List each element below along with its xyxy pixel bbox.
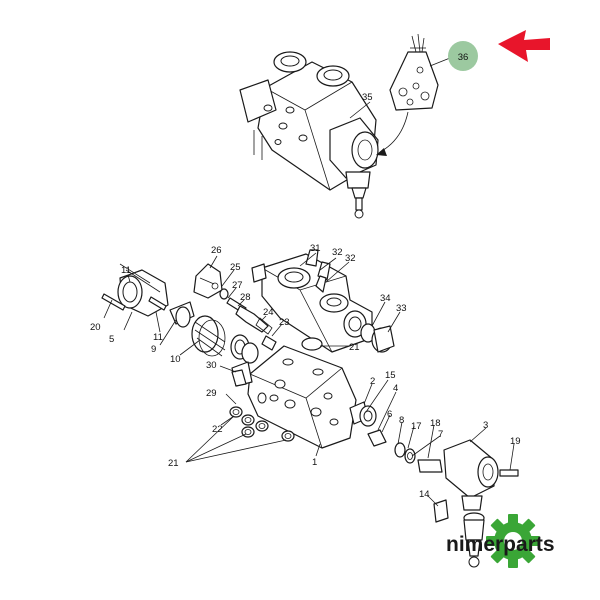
leader-lines	[103, 101, 515, 507]
brand-logo: nimerparts	[446, 514, 555, 568]
callout-14: 14	[419, 489, 430, 500]
callout-23: 23	[279, 317, 290, 328]
callout-1: 1	[312, 457, 317, 468]
callout-27: 27	[232, 280, 243, 291]
callout-11-b: 11	[153, 332, 163, 343]
gear-icon	[486, 514, 540, 568]
callout-32-b: 32	[345, 253, 356, 264]
callout-17: 17	[411, 421, 422, 432]
highlight-badge	[448, 41, 478, 71]
connector-plug	[463, 512, 485, 568]
callout-21-b: 21	[349, 342, 360, 353]
o-rings-21	[229, 406, 295, 442]
callout-4: 4	[393, 383, 398, 394]
callout-7: 7	[438, 429, 443, 440]
valve-assembly-35	[239, 51, 379, 219]
callout-3: 3	[483, 420, 488, 431]
callout-24: 24	[263, 307, 274, 318]
right-side-parts	[349, 401, 443, 473]
callout-11: 11	[121, 265, 131, 276]
callout-35: 35	[362, 92, 373, 103]
callout-21-a: 21	[168, 458, 179, 469]
callout-6: 6	[387, 409, 392, 420]
callout-33: 33	[396, 303, 407, 314]
pin-14	[433, 499, 449, 523]
seal-kit-bag-36	[389, 33, 439, 111]
callout-5: 5	[109, 334, 114, 345]
end-cap-assembly	[101, 263, 259, 364]
callout-34: 34	[380, 293, 391, 304]
leader-36	[429, 57, 451, 67]
callout-15: 15	[385, 370, 396, 381]
callout-20: 20	[90, 322, 101, 333]
solenoid-3	[443, 439, 519, 511]
bag-arrow-line	[379, 111, 409, 153]
brand-name: nimerparts	[446, 533, 555, 556]
callout-10: 10	[170, 354, 181, 365]
callout-22: 22	[212, 424, 223, 435]
callout-25: 25	[230, 262, 241, 273]
spool-parts	[193, 263, 277, 351]
callout-32-a: 32	[332, 247, 343, 258]
callout-36: 36	[458, 52, 469, 63]
callout-18: 18	[430, 418, 441, 429]
bag-arrowhead	[376, 148, 387, 156]
callout-31: 31	[310, 243, 321, 254]
callout-numbers: 35 26 25 27 28 24 23 31 32 32 34 33 21 1…	[90, 92, 521, 500]
callout-30: 30	[206, 360, 217, 371]
callout-19: 19	[510, 436, 521, 447]
callout-8: 8	[399, 415, 404, 426]
callout-28: 28	[240, 292, 251, 303]
fitting-30	[231, 369, 247, 387]
callout-2: 2	[370, 376, 375, 387]
callout-9: 9	[151, 344, 156, 355]
valve-body-1	[231, 345, 357, 449]
upper-valve-block	[251, 249, 395, 353]
callout-29: 29	[206, 388, 217, 399]
red-pointer-arrow	[498, 30, 550, 62]
callout-26: 26	[211, 245, 222, 256]
